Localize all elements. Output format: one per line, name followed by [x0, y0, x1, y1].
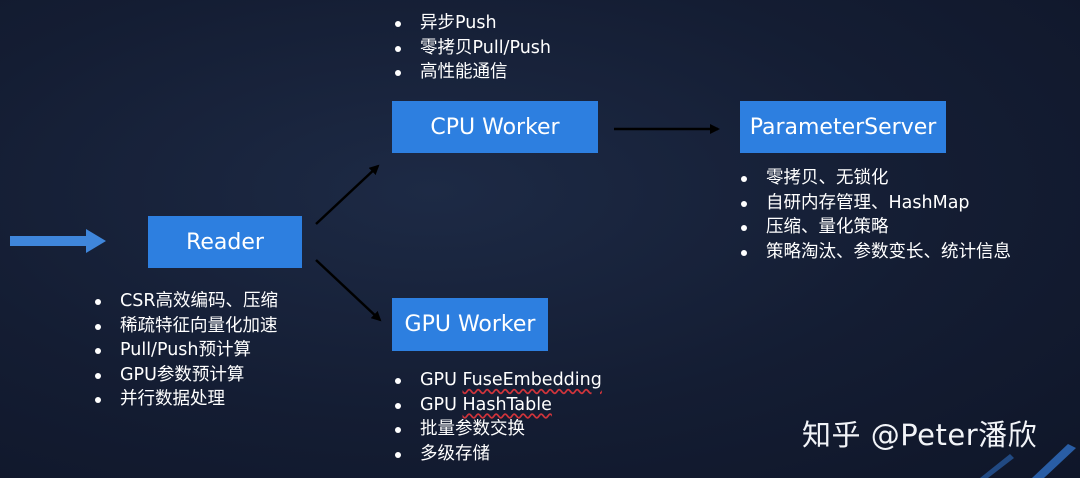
cpu-worker-box: CPU Worker	[392, 101, 598, 153]
list-item-prefix: GPU	[420, 370, 463, 390]
parameter-server-features: 零拷贝、无锁化 自研内存管理、HashMap 压缩、量化策略 策略淘汰、参数变长…	[738, 166, 1011, 264]
arrow-reader-to-gpu	[315, 259, 382, 322]
parameter-server-box: ParameterServer	[740, 101, 946, 153]
list-item: 压缩、量化策略	[738, 215, 1011, 240]
list-item: 零拷贝Pull/Push	[392, 36, 551, 61]
list-item: GPU参数预计算	[92, 363, 278, 388]
reader-box: Reader	[148, 216, 302, 268]
list-item: 异步Push	[392, 11, 551, 36]
input-arrow	[10, 229, 106, 253]
list-item: 策略淘汰、参数变长、统计信息	[738, 240, 1011, 265]
reader-features: CSR高效编码、压缩 稀疏特征向量化加速 Pull/Push预计算 GPU参数预…	[92, 289, 278, 412]
cpu-worker-features: 异步Push 零拷贝Pull/Push 高性能通信	[392, 11, 551, 85]
list-item: CSR高效编码、压缩	[92, 289, 278, 314]
corner-decoration	[980, 444, 1076, 478]
watermark: 知乎 @Peter潘欣	[802, 418, 1038, 452]
list-item-term: FuseEmbedding	[462, 370, 602, 390]
list-item: 零拷贝、无锁化	[738, 166, 1011, 191]
list-item-prefix: GPU	[420, 394, 463, 415]
list-item: GPU FuseEmbedding	[392, 368, 602, 393]
list-item: 批量参数交换	[392, 417, 602, 442]
list-item-term: HashTable	[462, 394, 552, 415]
list-item: 并行数据处理	[92, 387, 278, 412]
list-item: 自研内存管理、HashMap	[738, 191, 1011, 216]
list-item: 稀疏特征向量化加速	[92, 314, 278, 339]
list-item: 高性能通信	[392, 60, 551, 85]
gpu-worker-features: GPU FuseEmbedding GPU HashTable 批量参数交换 多…	[392, 368, 602, 466]
list-item: 多级存储	[392, 442, 602, 467]
arrow-reader-to-cpu	[315, 164, 380, 225]
list-item: Pull/Push预计算	[92, 338, 278, 363]
list-item: GPU HashTable	[392, 393, 602, 418]
gpu-worker-box: GPU Worker	[392, 298, 548, 351]
